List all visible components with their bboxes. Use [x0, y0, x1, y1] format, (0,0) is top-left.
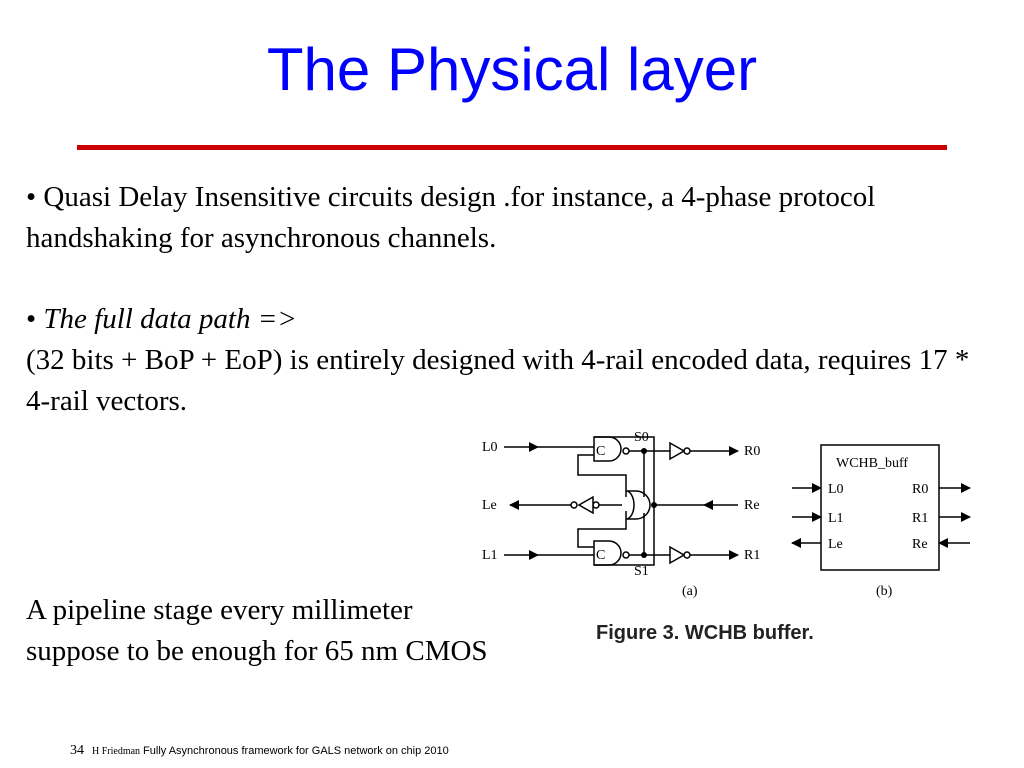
- wchb-figure: L0 Le L1 R0 Re R1 S0 S1 C C (a) (b) WCHB…: [476, 425, 986, 600]
- label-s1: S1: [634, 564, 649, 579]
- wchb-diagram: L0 Le L1 R0 Re R1 S0 S1 C C (a) (b) WCHB…: [482, 430, 971, 599]
- slide-footer: 34 H Friedman Fully Asynchronous framewor…: [70, 743, 449, 759]
- title-divider: [77, 145, 947, 150]
- bullet-2: • The full data path => (32 bits + BoP + …: [26, 299, 986, 422]
- box-label-le: Le: [828, 537, 843, 552]
- footer-subtitle: Fully Asynchronous framework for GALS ne…: [143, 745, 449, 757]
- bullet-marker: •: [26, 303, 37, 335]
- label-s0: S0: [634, 430, 649, 445]
- bullet-1-text: Quasi Delay Insensitive circuits design …: [26, 181, 876, 254]
- label-l0: L0: [482, 440, 498, 455]
- box-label-l1: L1: [828, 511, 844, 526]
- label-l1: L1: [482, 548, 498, 563]
- label-re: Re: [744, 498, 760, 513]
- bullet-marker: •: [26, 181, 37, 213]
- label-b: (b): [876, 584, 893, 599]
- box-label-l0: L0: [828, 482, 844, 497]
- box-label-r1: R1: [912, 511, 928, 526]
- box-title: WCHB_buff: [836, 456, 908, 471]
- figure-caption: Figure 3. WCHB buffer.: [596, 622, 814, 644]
- bullet-1: • Quasi Delay Insensitive circuits desig…: [26, 177, 986, 259]
- page-number: 34: [70, 743, 84, 758]
- pipeline-note-line-1: A pipeline stage every millimeter: [26, 594, 413, 626]
- bullet-2-text: (32 bits + BoP + EoP) is entirely design…: [26, 344, 970, 417]
- label-c-top: C: [596, 444, 605, 459]
- label-le: Le: [482, 498, 497, 513]
- box-label-re: Re: [912, 537, 928, 552]
- label-c-bottom: C: [596, 548, 605, 563]
- box-label-r0: R0: [912, 482, 928, 497]
- footer-author: H Friedman: [92, 746, 141, 757]
- pipeline-note: A pipeline stage every millimeter suppose…: [26, 590, 586, 672]
- bullet-2-heading: The full data path =>: [43, 303, 297, 335]
- label-r0: R0: [744, 444, 760, 459]
- label-r1: R1: [744, 548, 760, 563]
- pipeline-note-line-2: suppose to be enough for 65 nm CMOS: [26, 635, 488, 667]
- label-a: (a): [682, 584, 698, 599]
- slide-title: The Physical layer: [266, 36, 758, 103]
